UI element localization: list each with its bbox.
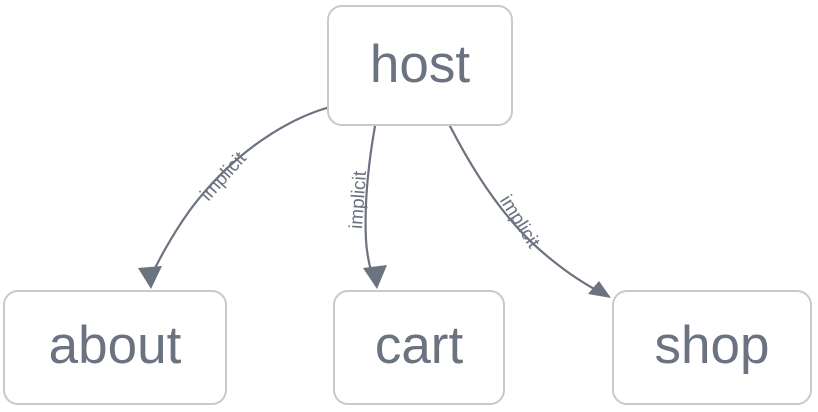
edge-host-shop-label: implicit — [495, 192, 544, 253]
node-host[interactable]: host — [327, 5, 513, 126]
node-host-label: host — [370, 35, 470, 94]
node-cart[interactable]: cart — [333, 290, 505, 405]
edge-host-shop-arrowhead — [588, 281, 611, 298]
edge-host-cart-path — [364, 124, 377, 279]
edge-host-shop[interactable]: implicit — [448, 124, 611, 298]
edge-host-cart-arrowhead — [363, 265, 387, 289]
edge-host-about[interactable]: implicit — [138, 105, 332, 289]
edge-host-cart-label: implicit — [346, 170, 371, 230]
nodes-layer: host about cart shop — [3, 5, 812, 405]
node-about-box — [3, 290, 227, 405]
edge-host-cart[interactable]: implicit — [346, 124, 387, 289]
edge-host-shop-path — [448, 124, 600, 293]
node-about-label: about — [49, 316, 182, 375]
node-shop-box — [612, 290, 812, 405]
node-cart-label: cart — [375, 316, 464, 375]
edge-host-about-label: implicit — [196, 148, 251, 206]
node-host-box — [327, 5, 513, 126]
node-shop-label: shop — [655, 316, 770, 375]
edges-layer: implicit implicit implicit — [138, 105, 611, 298]
node-shop[interactable]: shop — [612, 290, 812, 405]
node-cart-box — [333, 290, 505, 405]
edge-host-about-path — [148, 105, 332, 280]
node-about[interactable]: about — [3, 290, 227, 405]
edge-host-about-arrowhead — [138, 266, 162, 289]
